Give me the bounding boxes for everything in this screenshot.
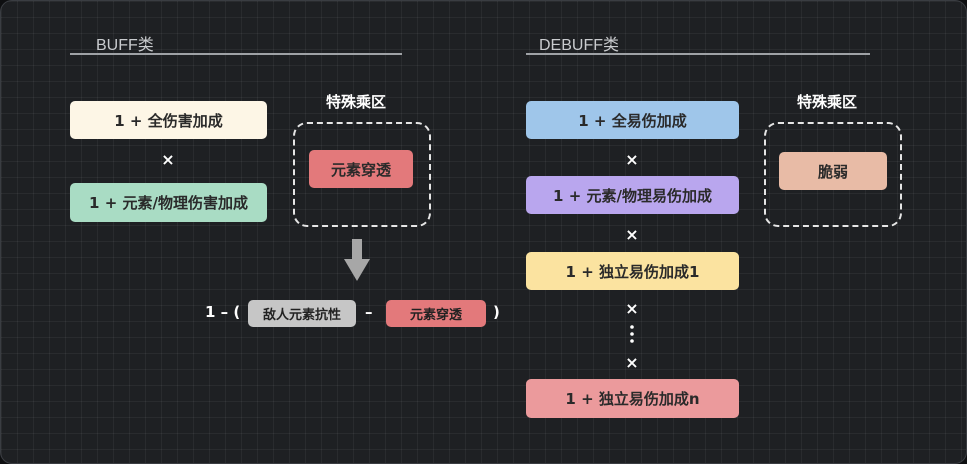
debuff-title-rule bbox=[526, 53, 870, 55]
debuff-independent-vulnerability-1-box: 1 + 独立易伤加成1 bbox=[526, 252, 739, 290]
debuff-fragile-box: 脆弱 bbox=[779, 152, 887, 190]
buff-all-damage-box: 1 + 全伤害加成 bbox=[70, 101, 267, 139]
enemy-resistance-box: 敌人元素抗性 bbox=[248, 300, 356, 327]
debuff-times-sign-2: × bbox=[625, 225, 639, 244]
debuff-special-zone-heading: 特殊乘区 bbox=[797, 93, 858, 111]
buff-special-zone-heading: 特殊乘区 bbox=[326, 93, 387, 111]
formula-penetration-box: 元素穿透 bbox=[386, 300, 486, 327]
debuff-special-zone-frame bbox=[764, 122, 902, 227]
vertical-ellipsis-icon bbox=[630, 325, 634, 343]
buff-element-penetration-box: 元素穿透 bbox=[309, 150, 413, 188]
debuff-times-sign-1: × bbox=[625, 150, 639, 169]
formula-prefix: 1 – ( bbox=[205, 303, 241, 321]
debuff-times-sign-3: × bbox=[625, 299, 639, 318]
buff-times-sign: × bbox=[161, 150, 175, 169]
down-arrow-icon bbox=[344, 239, 370, 281]
debuff-all-vulnerability-box: 1 + 全易伤加成 bbox=[526, 101, 739, 139]
formula-minus: – bbox=[365, 303, 373, 321]
debuff-section-title: DEBUFF类 bbox=[539, 37, 620, 54]
formula-suffix: ) bbox=[493, 303, 500, 321]
debuff-independent-vulnerability-n-box: 1 + 独立易伤加成n bbox=[526, 379, 739, 418]
debuff-times-sign-4: × bbox=[625, 353, 639, 372]
buff-title-rule bbox=[70, 53, 402, 55]
buff-special-zone-frame bbox=[293, 122, 431, 227]
buff-section-title: BUFF类 bbox=[96, 37, 154, 54]
buff-element-damage-box: 1 + 元素/物理伤害加成 bbox=[70, 183, 267, 222]
debuff-element-vulnerability-box: 1 + 元素/物理易伤加成 bbox=[526, 176, 739, 214]
